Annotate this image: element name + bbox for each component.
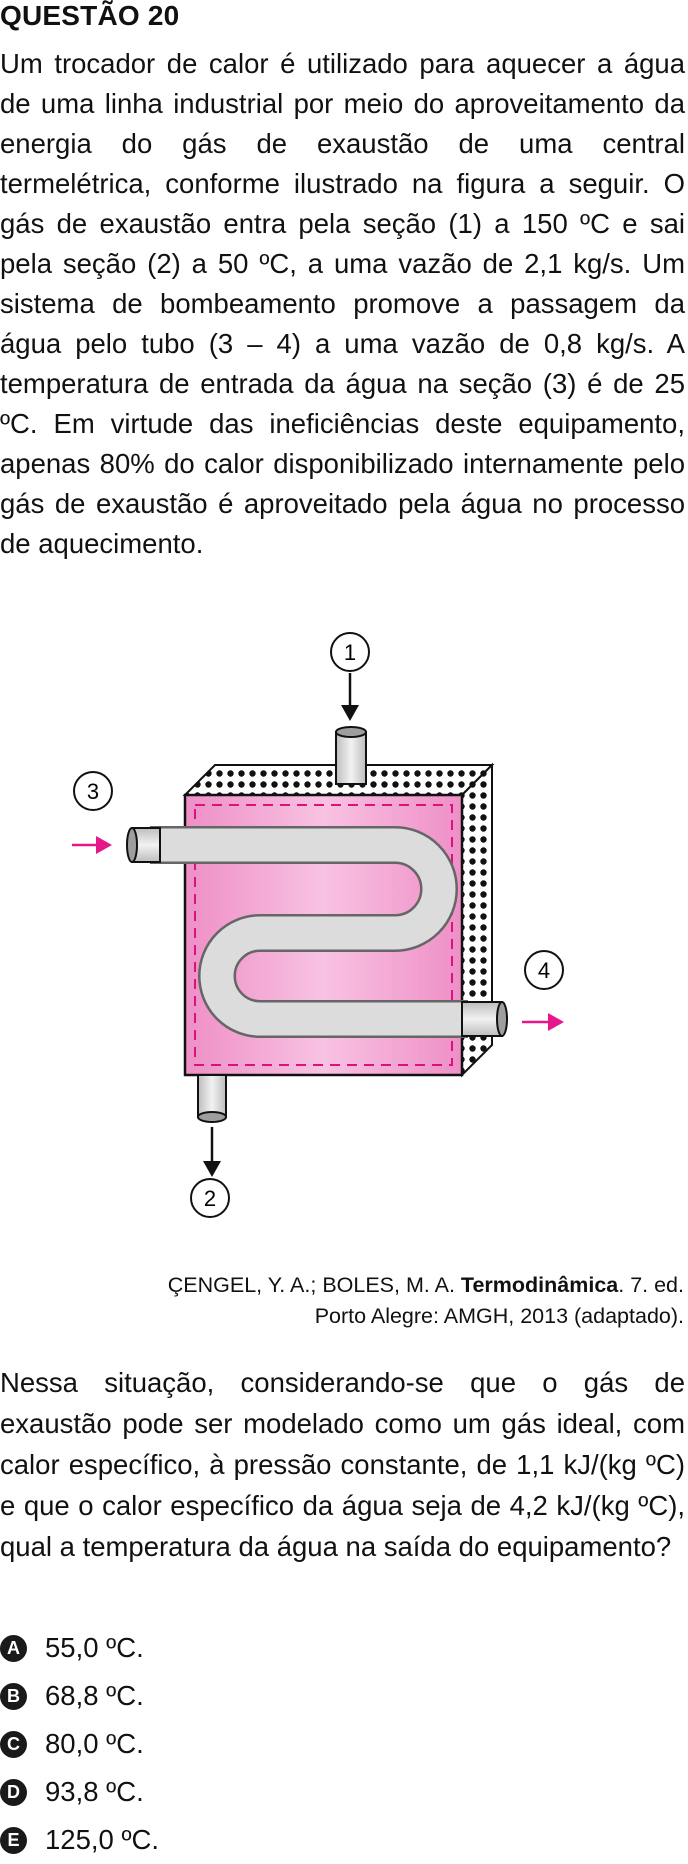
label-1-circle: 1 — [330, 632, 370, 672]
water-outlet-pipe-end — [496, 1001, 508, 1037]
option-e-text: 125,0 ºC. — [45, 1824, 160, 1855]
gas-outlet-arrow — [203, 1127, 221, 1177]
option-b-text: 68,8 ºC. — [45, 1680, 144, 1711]
question-stem: Um trocador de calor é utilizado para aq… — [0, 48, 685, 559]
label-2-circle: 2 — [190, 1178, 230, 1218]
water-outlet-arrow — [522, 1013, 564, 1031]
option-e[interactable]: E 125,0 ºC. — [0, 1816, 159, 1864]
heat-exchanger-diagram: 1 2 3 4 — [72, 632, 564, 1218]
question-title: QUESTÃO 20 — [0, 0, 180, 31]
option-c[interactable]: C 80,0 ºC. — [0, 1720, 159, 1768]
option-a-text: 55,0 ºC. — [45, 1632, 144, 1663]
option-a[interactable]: A 55,0 ºC. — [0, 1624, 159, 1672]
option-a-letter: A — [0, 1634, 27, 1662]
gas-inlet-pipe — [335, 731, 367, 785]
source-book: Termodinâmica — [460, 1273, 619, 1297]
label-4: 4 — [538, 958, 550, 983]
option-b-letter: B — [0, 1682, 27, 1710]
source-line-2: Porto Alegre: AMGH, 2013 (adaptado). — [314, 1304, 684, 1328]
question-prompt: Nessa situação, considerando-se que o gá… — [0, 1367, 685, 1562]
option-d-letter: D — [0, 1778, 27, 1806]
label-3: 3 — [87, 779, 99, 804]
gas-inlet-pipe-end — [335, 726, 367, 738]
water-inlet-arrow — [72, 836, 112, 854]
label-3-circle: 3 — [73, 771, 113, 811]
option-e-letter: E — [0, 1826, 27, 1854]
box-inner-dashed — [194, 804, 453, 1066]
gas-outlet-pipe-end — [197, 1111, 227, 1123]
option-d[interactable]: D 93,8 ºC. — [0, 1768, 159, 1816]
gas-inlet-arrow — [341, 673, 359, 721]
answer-options: A 55,0 ºC. B 68,8 ºC. C 80,0 ºC. D 93,8 … — [0, 1624, 159, 1864]
source-line-1: ÇENGEL, Y. A.; BOLES, M. A. Termodinâmic… — [124, 1270, 684, 1301]
heat-exchanger-figure: 1 2 3 4 — [60, 625, 620, 1240]
label-4-circle: 4 — [524, 950, 564, 990]
water-tube — [150, 828, 468, 1036]
source-edition: . 7. ed. — [618, 1273, 684, 1297]
gas-outlet-pipe — [197, 1074, 227, 1118]
option-c-letter: C — [0, 1730, 27, 1758]
option-b[interactable]: B 68,8 ºC. — [0, 1672, 159, 1720]
label-2: 2 — [204, 1186, 216, 1211]
water-inlet-pipe-end — [126, 827, 138, 863]
option-c-text: 80,0 ºC. — [45, 1728, 144, 1759]
source-authors: ÇENGEL, Y. A.; BOLES, M. A. — [167, 1273, 461, 1297]
figure-source: ÇENGEL, Y. A.; BOLES, M. A. Termodinâmic… — [124, 1270, 684, 1332]
label-1: 1 — [344, 640, 356, 665]
option-d-text: 93,8 ºC. — [45, 1776, 144, 1807]
